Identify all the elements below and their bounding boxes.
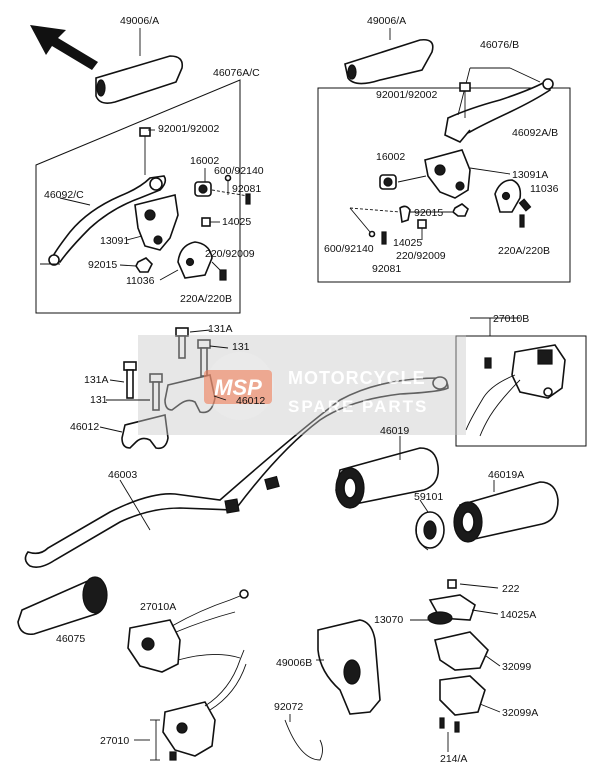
label-14025-right: 14025 — [393, 237, 422, 249]
label-27010a: 27010A — [140, 601, 176, 613]
label-46012-left: 46012 — [70, 421, 99, 433]
upper-clamp-right — [164, 374, 216, 414]
label-11036-right: 11036 — [530, 183, 559, 195]
upper-clamp-left — [121, 414, 169, 450]
label-16002-left: 16002 — [190, 155, 219, 167]
label-131a-top: 131A — [208, 323, 233, 335]
label-32099a: 32099A — [502, 707, 538, 719]
label-14025a: 14025A — [500, 609, 536, 621]
labels: 49006/A 46076A/C 92001/92002 16002 600/9… — [44, 15, 559, 765]
throttle-grip-a — [453, 481, 559, 543]
label-600-left: 600/92140 — [214, 165, 264, 177]
label-92015-right: 92015 — [414, 207, 443, 219]
label-92015-left: 92015 — [88, 259, 117, 271]
left-grip — [17, 576, 108, 636]
label-220-92009-left: 220/92009 — [205, 248, 255, 260]
dust-cover-right — [494, 179, 522, 213]
label-49006a-right: 49006/A — [367, 15, 406, 27]
watermark-line1: MOTORCYCLE — [288, 368, 426, 388]
kill-switch-b — [465, 344, 566, 437]
label-92001-left: 92001/92002 — [158, 123, 219, 135]
left-lever-assembly-box — [35, 79, 241, 314]
switch-cover-b — [317, 619, 381, 715]
cable-clamp — [284, 719, 323, 761]
right-lever-assembly-box — [317, 87, 571, 283]
label-46076ac: 46076A/C — [213, 67, 260, 79]
label-49006b: 49006B — [276, 657, 312, 669]
leader-lines — [59, 129, 520, 752]
label-11036-left: 11036 — [126, 275, 155, 287]
label-13091: 13091 — [100, 235, 129, 247]
label-46019a: 46019A — [488, 469, 524, 481]
label-32099: 32099 — [502, 661, 531, 673]
starter-switch-a — [127, 589, 249, 673]
clutch-lever — [48, 175, 167, 266]
watermark: MSP MOTORCYCLE SPARE PARTS — [138, 335, 466, 435]
label-46075: 46075 — [56, 633, 85, 645]
switch-box — [455, 335, 587, 447]
right-lever-cover — [344, 38, 434, 85]
label-46003: 46003 — [108, 469, 137, 481]
label-131a-mid: 131A — [84, 374, 109, 386]
clamp-bolts — [123, 327, 211, 411]
label-220a220b-right: 220A/220B — [498, 245, 550, 257]
label-27010: 27010 — [100, 735, 129, 747]
dust-cover-left — [177, 241, 213, 279]
label-16002-right: 16002 — [376, 151, 405, 163]
label-220a220b-left: 220A/220B — [180, 293, 232, 305]
brake-lever — [444, 78, 554, 143]
label-131-mid: 131 — [90, 394, 108, 406]
label-92081-right: 92081 — [372, 263, 401, 275]
throttle-pulley — [415, 511, 445, 551]
cable-adjuster-left — [194, 181, 212, 197]
watermark-logo: MSP — [214, 375, 262, 400]
handlebar — [24, 376, 449, 568]
front-arrow-icon — [30, 25, 98, 70]
clutch-lever-holder — [134, 194, 179, 251]
label-13091a: 13091A — [512, 169, 548, 181]
label-92081-left: 92081 — [232, 183, 261, 195]
throttle-grip — [335, 447, 440, 509]
watermark-line2: SPARE PARTS — [288, 397, 428, 416]
label-46092c: 46092/C — [44, 189, 84, 201]
label-27010b: 27010B — [493, 313, 529, 325]
label-92001-right: 92001/92002 — [376, 89, 437, 101]
label-222: 222 — [502, 583, 520, 595]
label-46076b: 46076/B — [480, 39, 519, 51]
label-59101: 59101 — [414, 491, 443, 503]
label-214a: 214/A — [440, 753, 467, 765]
left-lever-cover — [95, 55, 184, 104]
throttle-case-parts — [427, 579, 489, 733]
label-600-right: 600/92140 — [324, 243, 374, 255]
label-92072: 92072 — [274, 701, 303, 713]
label-46019: 46019 — [380, 425, 409, 437]
cable-adjuster-right — [379, 174, 397, 190]
label-46092ab: 46092A/B — [512, 127, 558, 139]
pivot-bolt-left — [139, 127, 151, 175]
label-14025-left: 14025 — [222, 216, 251, 228]
label-13070: 13070 — [374, 614, 403, 626]
label-131-top: 131 — [232, 341, 250, 353]
label-49006a-left: 49006/A — [120, 15, 159, 27]
label-220-92009-right: 220/92009 — [396, 250, 446, 262]
brake-lever-holder — [424, 149, 471, 199]
engine-stop-switch — [150, 649, 247, 761]
label-46012-right: 46012 — [236, 395, 265, 407]
